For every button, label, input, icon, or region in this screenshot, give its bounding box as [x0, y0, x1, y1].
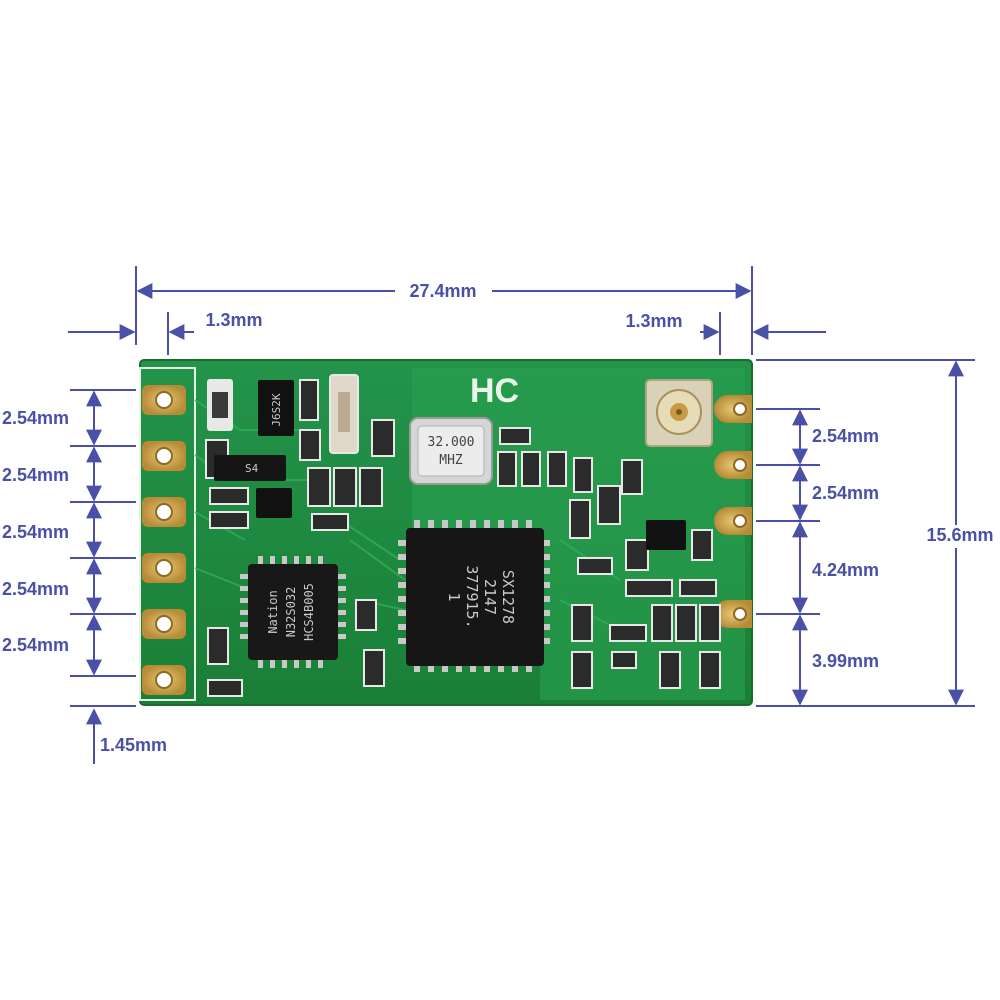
- transistor: J6S2K: [258, 380, 294, 436]
- crystal-frequency: 32.000: [428, 435, 475, 450]
- regulator-mark: S4: [245, 462, 259, 475]
- pad: [142, 553, 186, 583]
- bottom-offset-label: 1.45mm: [100, 735, 167, 755]
- left-castellated-pads: [142, 385, 186, 695]
- right-spacing-3-label: 4.24mm: [812, 560, 879, 580]
- overall-width-label: 27.4mm: [409, 281, 476, 301]
- pad: [142, 385, 186, 415]
- rf-chip-line-3: 377915.: [463, 565, 481, 628]
- passive-components: [205, 374, 721, 697]
- pad: [142, 441, 186, 471]
- rf-chip-line-4: 1: [445, 592, 463, 601]
- left-pitch-1-label: 2.54mm: [2, 408, 69, 428]
- dimension-annotations: [68, 266, 975, 764]
- dimension-labels: 27.4mm 1.3mm 1.3mm 15.6mm 2.54mm 2.54mm …: [2, 281, 994, 755]
- left-pitch-2-label: 2.54mm: [2, 465, 69, 485]
- crystal-oscillator: 32.000 MHZ: [409, 417, 493, 485]
- sot-ic: [646, 520, 686, 550]
- pad: [142, 497, 186, 527]
- pad: [714, 451, 752, 479]
- left-pitch-5-label: 2.54mm: [2, 635, 69, 655]
- mcu-chip: Nation N32S032 HCS4B005: [240, 556, 346, 668]
- height-label: 15.6mm: [926, 525, 993, 545]
- rf-chip-line-1: SX1278: [499, 570, 517, 624]
- mcu-line-2: N32S032: [284, 587, 298, 638]
- right-spacing-4-label: 3.99mm: [812, 651, 879, 671]
- pad: [142, 609, 186, 639]
- mcu-line-3: HCS4B005: [302, 583, 316, 641]
- pad: [714, 507, 752, 535]
- pad: [714, 600, 752, 628]
- rf-chip: SX1278 2147 377915. 1: [398, 520, 550, 672]
- pad: [714, 395, 752, 423]
- hc-logo: HC: [470, 372, 519, 410]
- regulator: S4: [214, 455, 292, 518]
- pad: [142, 665, 186, 695]
- left-inset-label: 1.3mm: [205, 310, 262, 330]
- rf-chip-line-2: 2147: [481, 579, 499, 615]
- right-spacing-1-label: 2.54mm: [812, 426, 879, 446]
- left-pitch-3-label: 2.54mm: [2, 522, 69, 542]
- mcu-line-1: Nation: [266, 590, 280, 633]
- right-inset-label: 1.3mm: [625, 311, 682, 331]
- left-pitch-4-label: 2.54mm: [2, 579, 69, 599]
- right-spacing-2-label: 2.54mm: [812, 483, 879, 503]
- right-pads: [714, 395, 752, 628]
- transistor-mark: J6S2K: [270, 393, 283, 426]
- antenna-connector: [645, 379, 713, 447]
- crystal-unit: MHZ: [439, 453, 463, 468]
